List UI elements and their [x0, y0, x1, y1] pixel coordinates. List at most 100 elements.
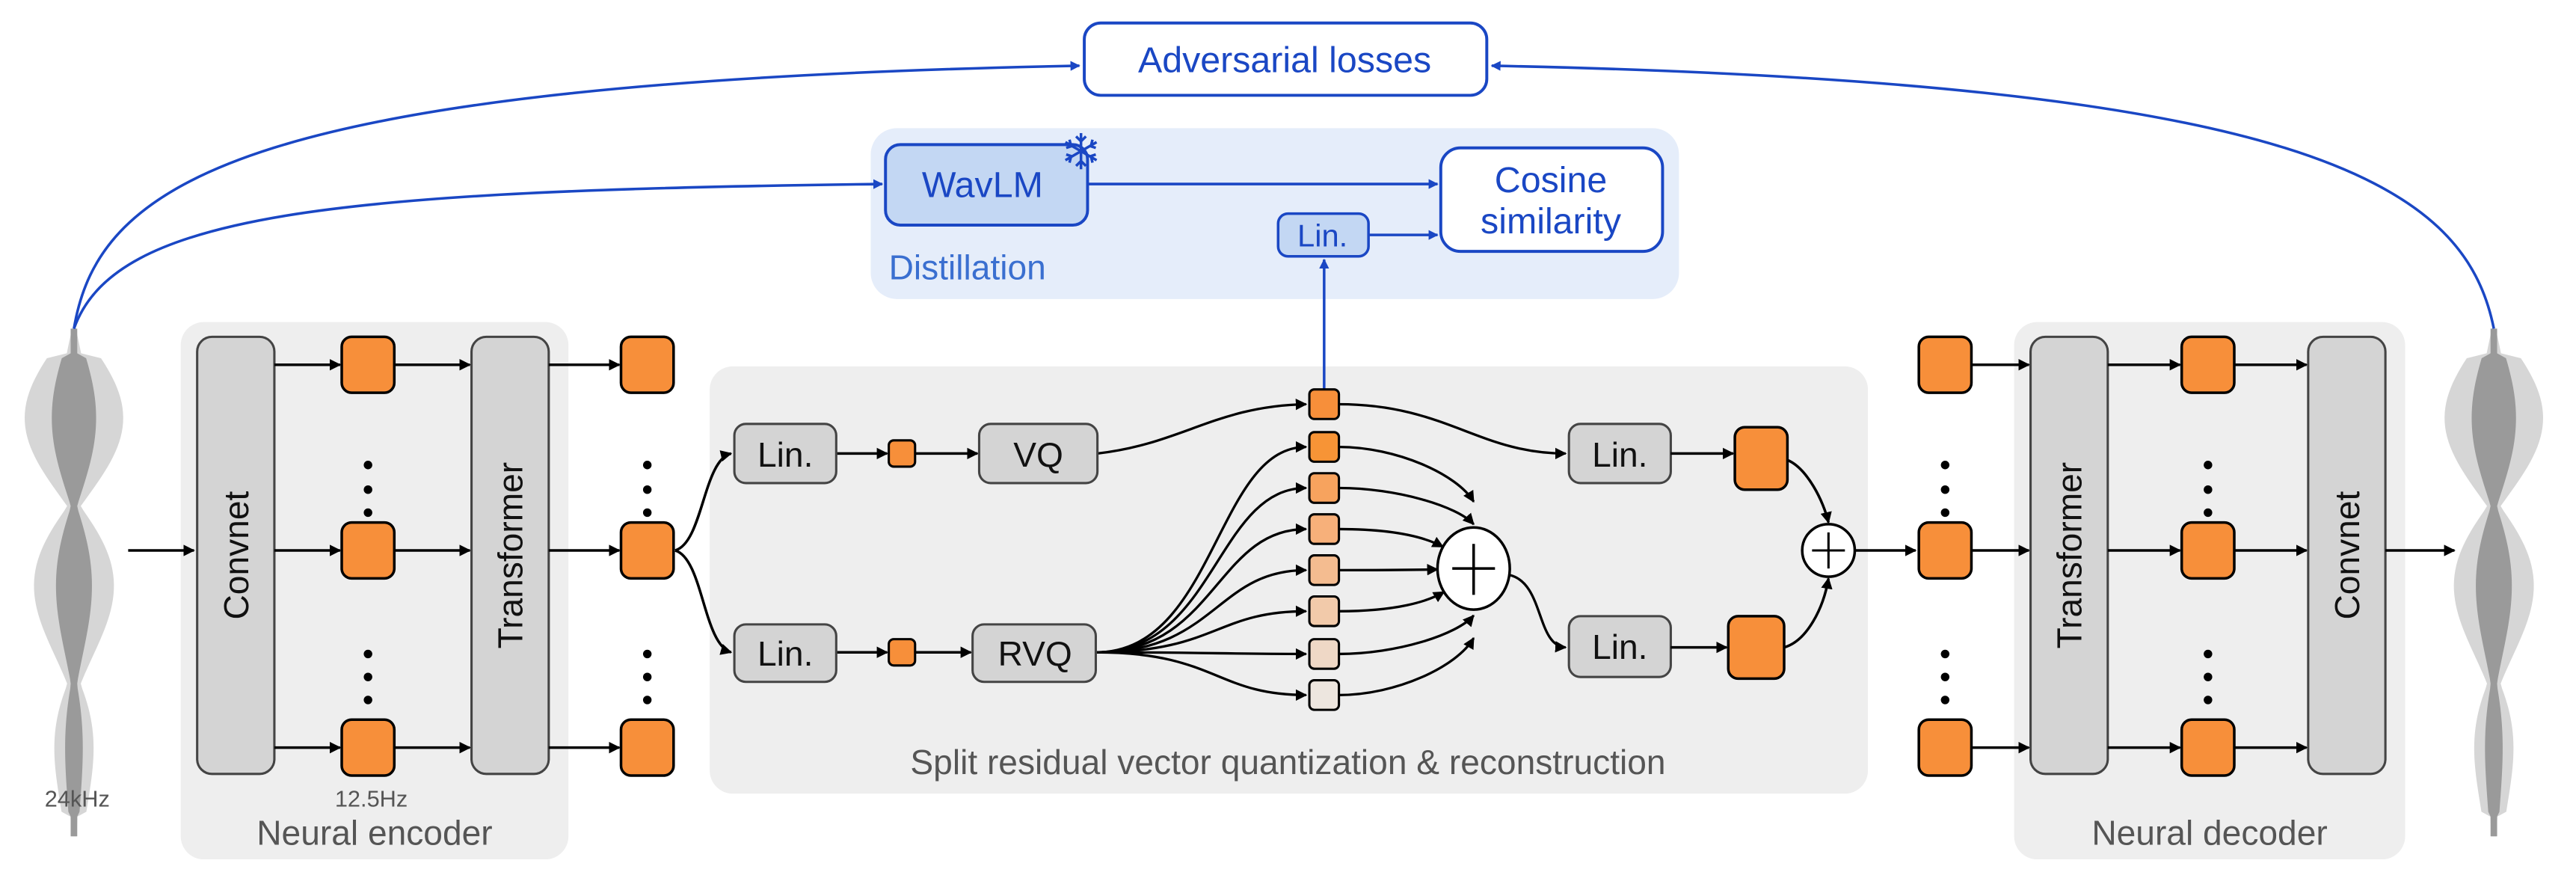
distillation-lin-box — [1276, 212, 1370, 258]
ellipsis-dot — [363, 696, 372, 705]
lin-bottom-label: Lin. — [757, 634, 813, 673]
decoder-input-latent — [1917, 521, 1973, 580]
ellipsis-dot — [642, 461, 652, 470]
quantizer-panel — [710, 366, 1869, 794]
ellipsis-dot — [2204, 672, 2213, 681]
codebook-token — [1308, 595, 1341, 627]
ellipsis-dot — [1940, 649, 1950, 659]
ellipsis-dot — [642, 672, 652, 681]
arrow-rvq-to-codebook — [1095, 605, 1308, 654]
arrow-sum-to-lin — [1509, 574, 1567, 653]
neural-decoder-title: Neural decoder — [2091, 813, 2327, 852]
vq-label: VQ — [1013, 435, 1063, 474]
adversarial-losses-box — [1083, 21, 1489, 97]
wavlm-box — [884, 143, 1089, 227]
arrow-latent-to-lin-top — [674, 450, 733, 552]
decoder-frame — [2180, 335, 2236, 394]
codebook-token — [1308, 472, 1341, 504]
codebook-token — [1308, 388, 1341, 420]
arrow-codebook-to-sum — [1338, 486, 1475, 526]
distillation-label: Distillation — [889, 248, 1046, 286]
arrow-latent-bottom-to-sum — [1783, 577, 1833, 649]
reconstructed-acoustic-latent — [1727, 615, 1786, 681]
cosine-label-line1: Cosine — [1495, 160, 1607, 200]
neural-encoder-title: Neural encoder — [256, 813, 492, 852]
encoder-frame — [340, 718, 396, 777]
snowflake-icon — [1064, 132, 1098, 170]
lin-top-label: Lin. — [757, 435, 813, 474]
arrow-latent-to-lin-bottom — [674, 549, 733, 655]
vq-block — [977, 423, 1099, 485]
arrow-output-to-adversarial — [1490, 61, 2495, 329]
lin-out-top-block — [1567, 423, 1672, 485]
plus-icon — [1452, 544, 1496, 595]
input-waveform — [25, 328, 123, 837]
arrow-codebook-to-sum — [1338, 445, 1475, 503]
lin-top-block — [733, 423, 837, 485]
encoder-convnet-block — [196, 335, 276, 776]
codebook-token — [1308, 638, 1341, 670]
decoder-convnet-block — [2307, 335, 2387, 776]
arrow-codebook-to-sum — [1338, 614, 1475, 656]
lin-bottom-block — [733, 623, 837, 684]
cosine-label-line2: similarity — [1481, 201, 1622, 242]
input-rate-label: 24kHz — [45, 786, 110, 812]
encoder-rate-label: 12.5Hz — [335, 786, 408, 812]
arrow-rvq-to-codebook — [1095, 564, 1308, 654]
quantizer-title: Split residual vector quantization & rec… — [910, 743, 1665, 782]
plus-icon — [1812, 532, 1845, 569]
ellipsis-dot — [363, 485, 372, 494]
ellipsis-dot — [642, 485, 652, 494]
arrow-input-to-wavlm — [73, 179, 884, 329]
ellipsis-dot — [1940, 672, 1950, 681]
wavlm-label: WavLM — [922, 165, 1043, 206]
output-waveform — [2444, 328, 2543, 837]
lin-out-top-label: Lin. — [1592, 435, 1647, 474]
ellipsis-dot — [642, 508, 652, 518]
arrow-rvq-to-codebook — [1095, 648, 1308, 660]
encoder-latent — [619, 335, 675, 394]
rvq-block — [971, 623, 1097, 684]
ellipsis-dot — [2204, 485, 2213, 494]
decoder-frame — [2180, 718, 2236, 777]
ellipsis-dot — [2204, 508, 2213, 518]
ellipsis-dot — [2204, 649, 2213, 659]
encoder-frame — [340, 335, 396, 394]
ellipsis-dot — [642, 649, 652, 659]
rvq-label: RVQ — [998, 634, 1072, 673]
decoder-frame — [2180, 521, 2236, 580]
small-latent-top — [888, 439, 917, 468]
encoder-latent — [619, 521, 675, 580]
ellipsis-dot — [2204, 461, 2213, 470]
arrow-latent-top-to-sum — [1786, 458, 1832, 524]
arrow-input-to-adversarial — [73, 61, 1080, 329]
encoder-latent — [619, 718, 675, 777]
ellipsis-dot — [1940, 461, 1950, 470]
codebook-token — [1308, 554, 1341, 586]
ellipsis-dot — [1940, 696, 1950, 705]
arrow-codebook-to-sum — [1338, 564, 1439, 576]
ellipsis-dot — [1940, 485, 1950, 494]
lin-out-bottom-block — [1567, 615, 1672, 678]
encoder-transformer-label: Transformer — [491, 462, 530, 648]
codebook-token — [1308, 679, 1341, 711]
arrow-codebook-to-sum — [1338, 591, 1445, 613]
decoder-input-latent — [1917, 335, 1973, 394]
lin-out-bottom-label: Lin. — [1592, 627, 1647, 666]
waveform-core — [2471, 328, 2516, 837]
arrow-rvq-to-codebook — [1095, 523, 1308, 654]
ellipsis-dot — [363, 508, 372, 518]
arrow-rvq-to-codebook — [1095, 482, 1308, 654]
adversarial-losses-label: Adversarial losses — [1138, 40, 1431, 81]
ellipsis-dot — [2204, 696, 2213, 705]
ellipsis-dot — [363, 649, 372, 659]
arrow-codebook-to-sum — [1338, 636, 1475, 696]
ellipsis-dot — [642, 696, 652, 705]
arrow-rvq-to-codebook — [1095, 441, 1308, 654]
codebook-token — [1308, 431, 1341, 463]
cosine-similarity-box — [1439, 146, 1664, 254]
encoder-frame — [340, 521, 396, 580]
reconstructed-semantic-latent — [1733, 426, 1789, 491]
waveform-core — [52, 328, 96, 837]
